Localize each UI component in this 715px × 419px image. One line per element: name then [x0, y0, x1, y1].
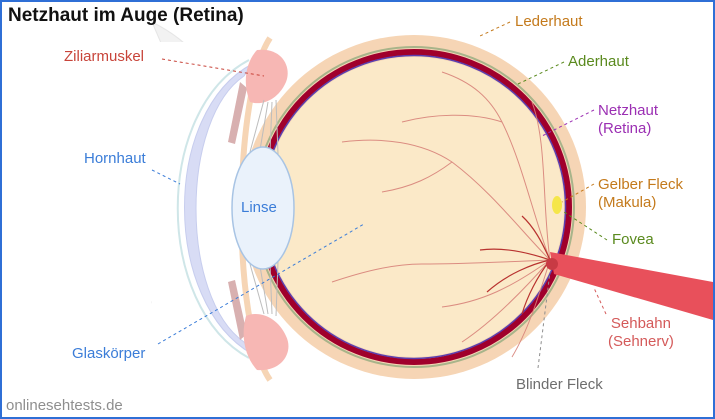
- label-aderhaut: Aderhaut: [568, 53, 629, 70]
- retinal-vessels: [331, 71, 551, 358]
- label-blinder-fleck: Blinder Fleck: [516, 376, 603, 393]
- leader-lines: [151, 21, 608, 369]
- zonule-fibers: [249, 99, 279, 317]
- label-gelber-fleck: Gelber Fleck (Makula): [598, 176, 684, 211]
- cornea-outline: [176, 59, 250, 359]
- label-linse: Linse: [241, 199, 277, 216]
- leader-sehbahn: [593, 287, 607, 315]
- label-fovea: Fovea: [612, 231, 654, 248]
- optic-disc: [546, 258, 558, 270]
- leader-glaskoerper: [157, 223, 365, 345]
- label-glaskoerper: Glaskörper: [72, 345, 146, 362]
- leader-hornhaut: [151, 169, 181, 185]
- iris-lower: [228, 280, 247, 340]
- leader-netzhaut: [541, 109, 595, 137]
- leader-fovea: [563, 211, 608, 241]
- label-lederhaut: Lederhaut: [515, 13, 583, 30]
- label-ziliarmuskel: Ziliarmuskel: [64, 48, 145, 65]
- leader-gelber-fleck: [561, 183, 595, 203]
- optic-nerve: [550, 252, 713, 320]
- page-title: Netzhaut im Auge (Retina): [8, 5, 244, 26]
- ciliary-muscle-upper: [245, 49, 288, 104]
- lens: [231, 146, 295, 270]
- footer-watermark: onlinesehtests.de: [6, 397, 123, 414]
- label-hornhaut: Hornhaut: [84, 150, 146, 167]
- leader-lederhaut: [479, 21, 511, 37]
- vitreous-body: [264, 57, 564, 357]
- iris-upper: [228, 82, 247, 144]
- label-netzhaut: Netzhaut (Retina): [598, 102, 659, 137]
- macula: [552, 196, 562, 214]
- label-sehbahn: Sehbahn (Sehnerv): [608, 315, 674, 350]
- ciliary-muscle-lower: [243, 314, 289, 371]
- leader-ziliarmuskel: [161, 58, 265, 77]
- leader-aderhaut: [517, 61, 565, 85]
- leader-blinder-fleck: [537, 271, 551, 369]
